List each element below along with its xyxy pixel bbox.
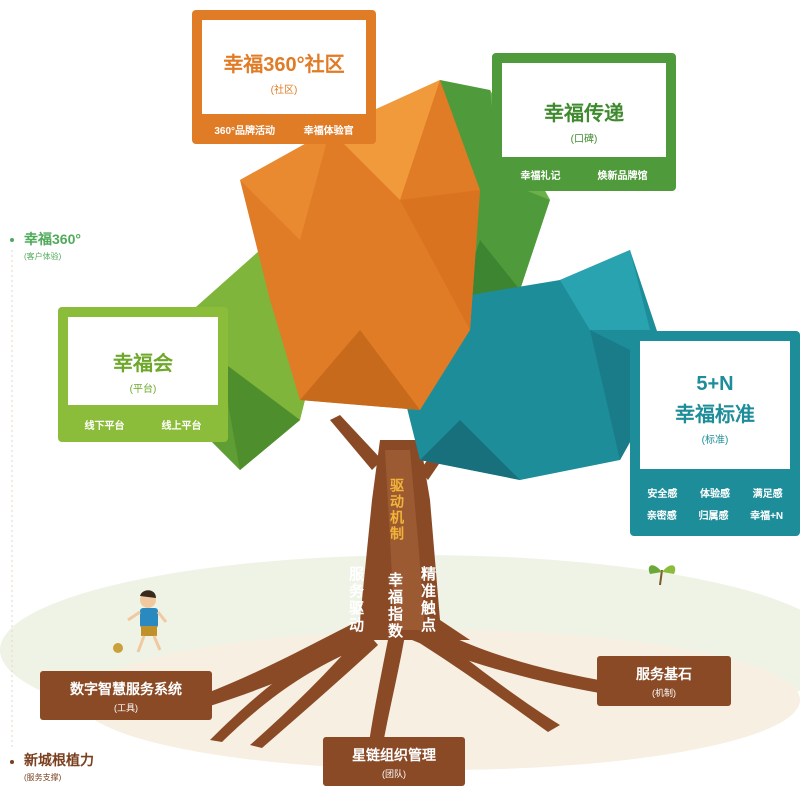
side-dot-top [10,238,14,242]
card-community-title: 幸福360°社区 [223,54,345,76]
card-delivery-item-2: 焕新品牌馆 [597,171,648,182]
root-label-foundation-title: 服务基石 [636,666,692,682]
football-icon [113,643,123,653]
card-standard-item-3: 满足感 [752,489,783,500]
card-delivery-subtitle: (口碑) [570,134,598,145]
trunk-driver-label: 驱动机制 [389,478,405,542]
trunk-precise-touch-label: 精准触点 [419,566,436,634]
card-platform-item-1: 线下平台 [84,421,125,432]
root-label-starlink-subtitle: (团队) [382,769,406,779]
root-label-foundation: 服务基石 (机制) [597,656,731,706]
card-standard-subtitle: (标准) [701,435,729,446]
card-standard-title-line1: 5+N [696,373,734,395]
root-label-starlink-title: 星链组织管理 [352,747,436,763]
sprout-icon [648,565,676,586]
card-delivery: 幸福传递 (口碑) 幸福礼记 焕新品牌馆 [492,53,676,191]
card-standard-item-5: 归属感 [698,511,729,522]
card-standard-item-2: 体验感 [699,489,730,500]
root-label-foundation-subtitle: (机制) [652,688,676,698]
trunk-shade [385,450,425,630]
card-standard-item-6: 幸福+N [750,511,784,522]
card-delivery-title: 幸福传递 [544,103,624,125]
root-label-digital-title: 数字智慧服务系统 [70,681,182,697]
card-platform-title: 幸福会 [113,353,173,375]
side-label-bottom-subtitle: (服务支撑) [24,773,62,782]
card-delivery-item-1: 幸福礼记 [520,171,561,182]
trunk-service-driven-label: 服务驱动 [347,566,364,634]
card-platform-subtitle: (平台) [129,384,157,395]
card-platform-item-2: 线上平台 [161,421,202,432]
trunk-happiness-index-label: 幸福指数 [386,572,403,640]
side-label-top-subtitle: (客户体验) [24,252,62,261]
side-dot-bottom [10,760,14,764]
card-community-item-1: 360°品牌活动 [214,126,276,137]
card-standard-title-line2: 幸福标准 [675,404,755,426]
card-platform: 幸福会 (平台) 线下平台 线上平台 [58,307,228,442]
side-label-top: 幸福360° (客户体验) [24,229,81,262]
child-figure [127,590,168,653]
card-standard-item-4: 亲密感 [646,511,677,522]
root-label-starlink: 星链组织管理 (团队) [323,737,465,786]
card-community: 幸福360°社区 (社区) 360°品牌活动 幸福体验官 [192,10,376,144]
branch-left [330,415,382,470]
card-community-subtitle: (社区) [270,85,298,96]
card-community-item-2: 幸福体验官 [303,126,354,137]
side-label-bottom: 新城根植力 (服务支撑) [24,750,94,783]
root-label-digital-subtitle: (工具) [114,703,138,713]
side-label-bottom-title: 新城根植力 [24,752,94,768]
foliage-orange [240,80,480,410]
card-standard-item-1: 安全感 [647,489,678,500]
root-label-digital: 数字智慧服务系统 (工具) [40,671,212,720]
side-label-top-title: 幸福360° [24,231,81,247]
card-standard: 5+N 幸福标准 (标准) 安全感 体验感 满足感 亲密感 归属感 幸福+N [630,331,800,536]
